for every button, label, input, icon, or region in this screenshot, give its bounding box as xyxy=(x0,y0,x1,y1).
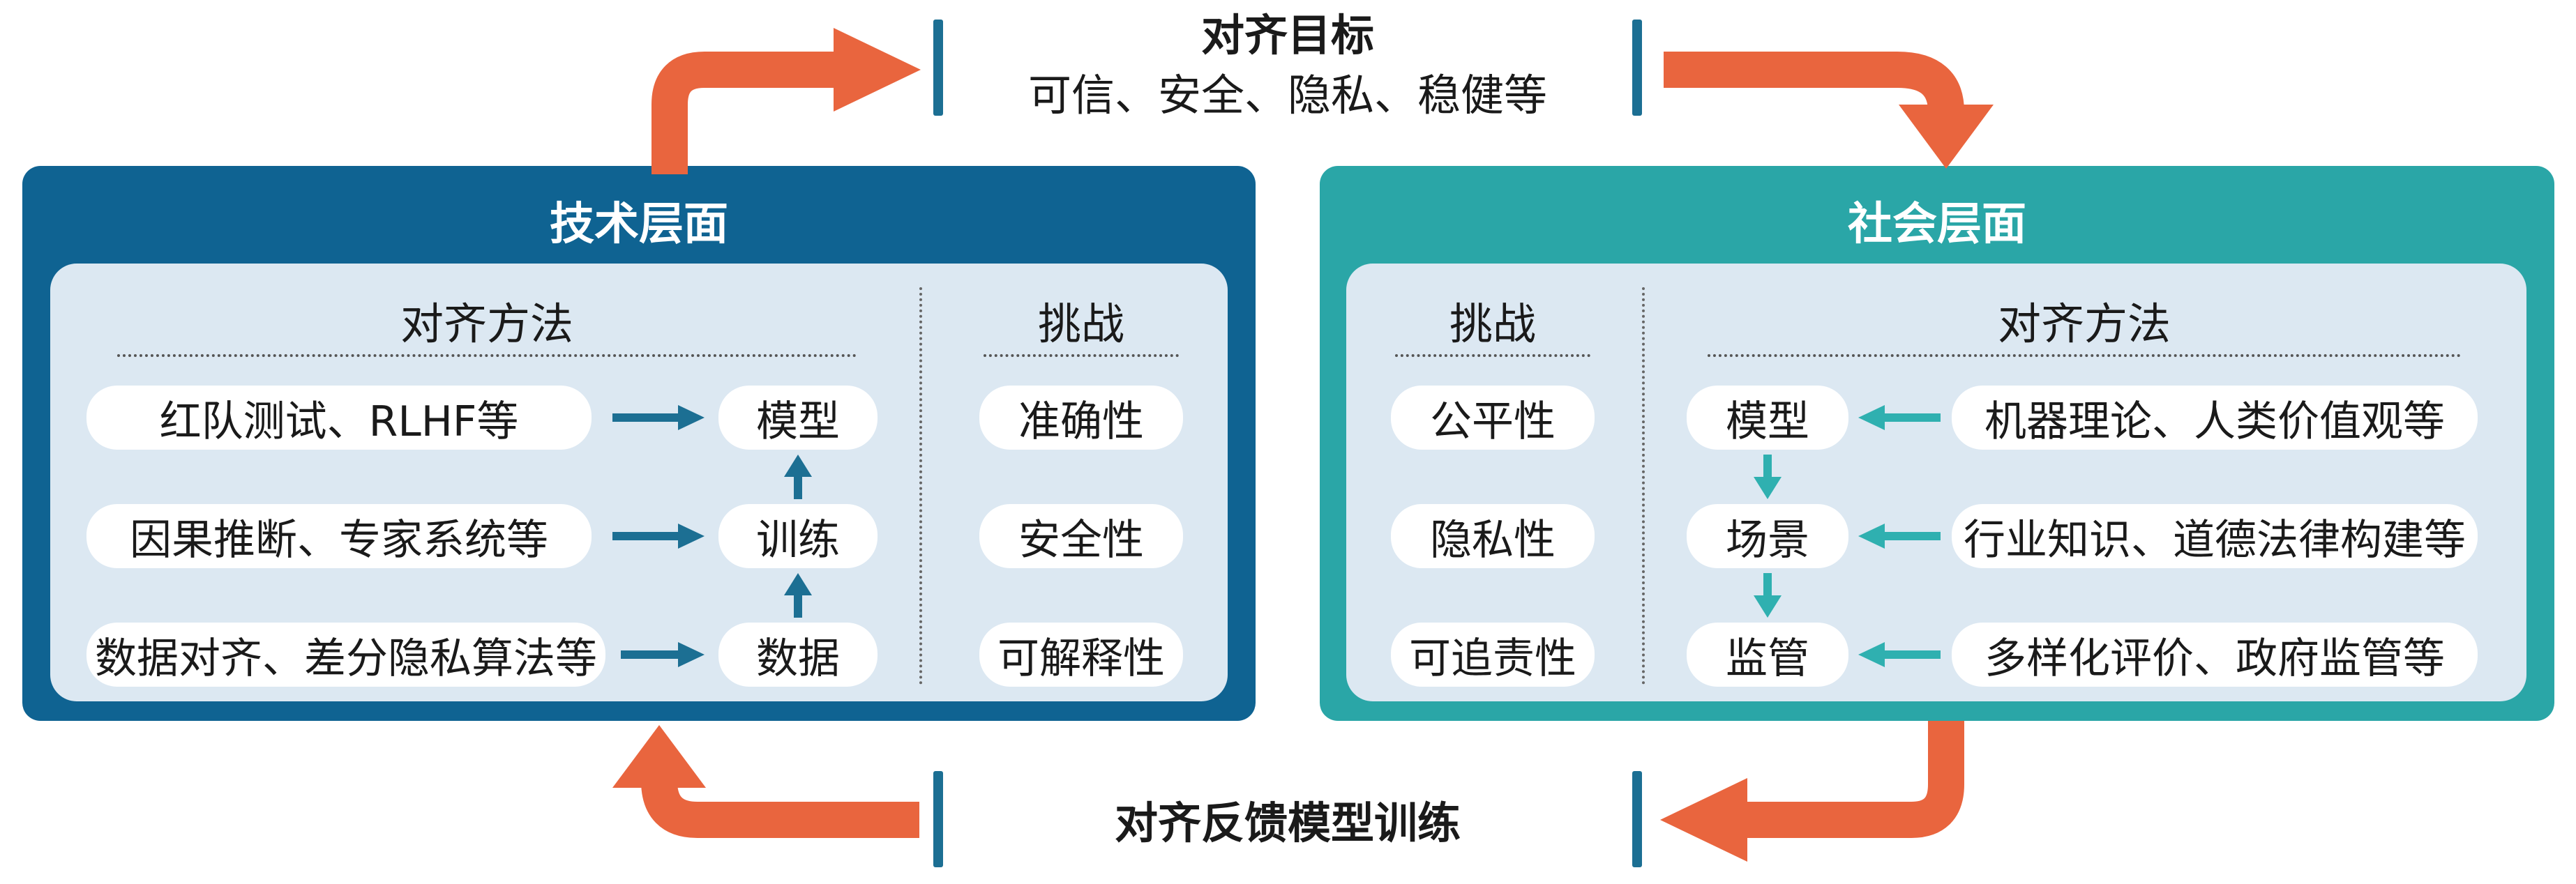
technical-panel-title: 技术层面 xyxy=(550,199,728,250)
tech-arrow-row1-shaft xyxy=(612,413,682,422)
tech-arrow-up1-head xyxy=(784,455,812,477)
social-stage-scenario: 场景 xyxy=(1687,504,1848,568)
social-arrow-row2-shaft xyxy=(1881,532,1941,540)
social-arrow-row1-head xyxy=(1858,405,1885,430)
technical-column-divider xyxy=(919,287,922,685)
technical-stage-data: 数据 xyxy=(718,623,878,687)
arrow-tech-to-goal-head xyxy=(834,28,921,112)
social-arrow-row3-head xyxy=(1858,642,1885,667)
arrow-tech-to-goal xyxy=(651,52,837,174)
social-arrow-down1-shaft xyxy=(1763,455,1772,481)
technical-stage-model: 模型 xyxy=(718,386,878,450)
technical-challenges-header: 挑战 xyxy=(1037,298,1124,349)
technical-challenge-explainability: 可解释性 xyxy=(979,623,1183,687)
bottom-right-divider-bar xyxy=(1632,771,1642,867)
top-right-divider-bar xyxy=(1632,20,1642,116)
technical-method-2: 因果推断、专家系统等 xyxy=(86,504,592,568)
social-column-divider xyxy=(1642,287,1645,685)
tech-arrow-row2-head xyxy=(678,524,705,549)
social-arrow-row3-shaft xyxy=(1881,650,1941,659)
technical-stage-training: 训练 xyxy=(718,504,878,568)
tech-arrow-row3-head xyxy=(678,642,705,667)
social-flow-arrows xyxy=(1754,405,1941,667)
social-arrow-down2-shaft xyxy=(1763,573,1772,600)
orange-cycle-arrows xyxy=(612,28,1994,862)
social-challenge-accountability: 可追责性 xyxy=(1391,623,1595,687)
tech-arrow-row3-shaft xyxy=(621,650,682,659)
social-challenge-privacy: 隐私性 xyxy=(1391,504,1595,568)
social-challenges-header-rule xyxy=(1395,354,1590,357)
technical-challenge-safety: 安全性 xyxy=(979,504,1183,568)
social-method-3: 多样化评价、政府监管等 xyxy=(1952,623,2478,687)
alignment-goal-subtitle: 可信、安全、隐私、稳健等 xyxy=(1027,70,1547,121)
bottom-left-divider-bar xyxy=(933,771,943,867)
arrow-goal-to-social xyxy=(1664,52,1964,122)
tech-arrow-up2-shaft xyxy=(794,591,802,618)
technical-challenges-header-rule xyxy=(984,354,1179,357)
technical-methods-header: 对齐方法 xyxy=(400,298,573,349)
social-stage-regulation: 监管 xyxy=(1687,623,1848,687)
social-stage-model: 模型 xyxy=(1687,386,1848,450)
tech-arrow-row2-shaft xyxy=(612,532,682,540)
social-method-2: 行业知识、道德法律构建等 xyxy=(1952,504,2478,568)
technical-method-1: 红队测试、RLHF等 xyxy=(86,386,592,450)
arrow-social-to-feedback-head xyxy=(1660,778,1747,862)
technical-challenge-accuracy: 准确性 xyxy=(979,386,1183,450)
top-left-divider-bar xyxy=(933,20,943,116)
social-arrow-row1-shaft xyxy=(1881,413,1941,422)
tech-arrow-up1-shaft xyxy=(794,473,802,499)
technical-method-3: 数据对齐、差分隐私算法等 xyxy=(86,623,605,687)
social-challenge-fairness: 公平性 xyxy=(1391,386,1595,450)
arrow-social-to-feedback xyxy=(1744,721,1964,838)
technical-flow-arrows xyxy=(612,405,812,667)
alignment-goal-title: 对齐目标 xyxy=(1200,10,1374,61)
social-methods-header-rule xyxy=(1708,354,2461,357)
arrow-goal-to-social-head xyxy=(1899,105,1994,169)
social-arrow-down2-head xyxy=(1754,595,1782,618)
social-method-1: 机器理论、人类价值观等 xyxy=(1952,386,2478,450)
feedback-training-title: 对齐反馈模型训练 xyxy=(1114,798,1461,848)
social-methods-header: 对齐方法 xyxy=(1997,298,2171,349)
social-arrow-row2-head xyxy=(1858,524,1885,549)
technical-methods-header-rule xyxy=(117,354,857,357)
social-challenges-header: 挑战 xyxy=(1449,298,1536,349)
social-panel-title: 社会层面 xyxy=(1848,199,2026,250)
arrow-feedback-to-tech-head xyxy=(612,725,706,788)
tech-arrow-up2-head xyxy=(784,573,812,595)
social-arrow-down1-head xyxy=(1754,477,1782,499)
tech-arrow-row1-head xyxy=(678,405,705,430)
